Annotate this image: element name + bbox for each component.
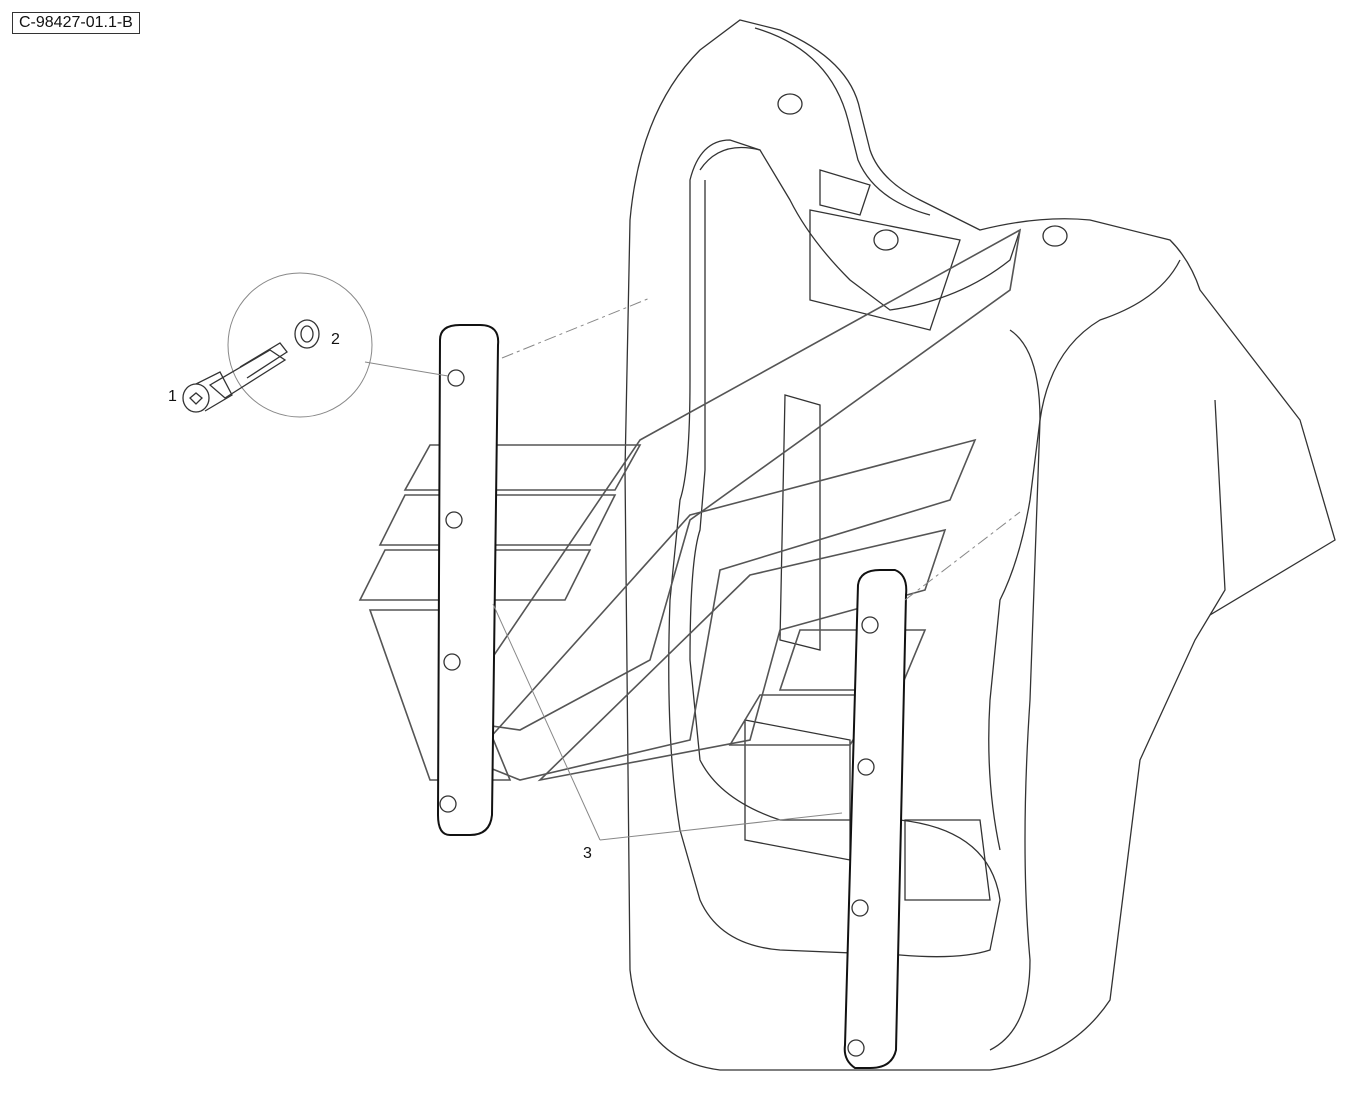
callout-1: 1 (168, 388, 177, 405)
housing-panel (624, 19, 1336, 1071)
mounting-bar-right (843, 569, 908, 1069)
callout-3: 3 (583, 845, 592, 862)
detail-circle (227, 272, 373, 418)
leader-lines (364, 297, 1021, 841)
washer-icon (294, 319, 320, 349)
bolt-icon (182, 342, 288, 413)
mounting-bar-left (436, 324, 500, 836)
drawing-reference-id: C-98427-01.1-B (12, 12, 140, 34)
callout-2: 2 (331, 331, 340, 348)
